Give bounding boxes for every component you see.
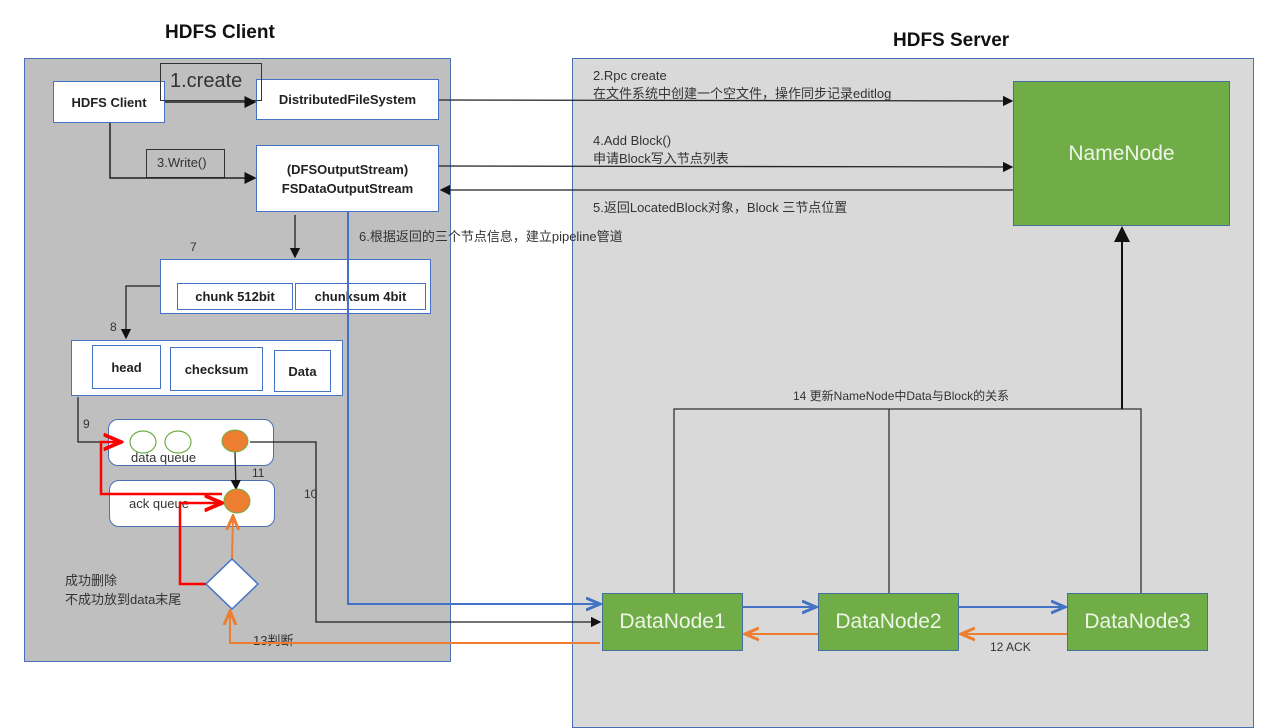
decision-note-line2: 不成功放到data末尾 xyxy=(65,592,182,607)
step6-label: 6.根据返回的三个节点信息，建立pipeline管道 xyxy=(359,229,623,244)
arrow-step11 xyxy=(230,451,241,491)
datanode1-box[interactable]: DataNode1 xyxy=(602,593,743,651)
packet-in-data-queue xyxy=(221,429,249,453)
decision-diamond xyxy=(204,557,260,611)
dfs-label: DistributedFileSystem xyxy=(278,92,417,107)
step12-label: 12 ACK xyxy=(990,640,1031,654)
data-label: Data xyxy=(288,363,317,379)
head-label: head xyxy=(111,359,142,375)
hdfs-client-label: HDFS Client xyxy=(71,94,147,110)
arrow-add-block xyxy=(438,161,1014,173)
step2-line2: 在文件系统中创建一个空文件，操作同步记录editlog xyxy=(593,86,892,101)
step9-label: 9 xyxy=(83,417,90,431)
data-queue-label: data queue xyxy=(131,450,197,465)
ack-queue-label: ack queue xyxy=(129,496,189,511)
dfs-output-stream-label: (DFSOutputStream) xyxy=(286,161,409,177)
head-cell: head xyxy=(92,345,161,389)
step13-label: 13判断 xyxy=(253,633,294,648)
step8-label: 8 xyxy=(110,320,117,334)
output-stream-box[interactable]: (DFSOutputStream) FSDataOutputStream xyxy=(256,145,439,212)
checksum-label: checksum xyxy=(184,361,249,377)
distributed-file-system-box[interactable]: DistributedFileSystem xyxy=(256,79,439,120)
arrow-write xyxy=(109,123,257,184)
arrow-rpc-create xyxy=(438,95,1014,107)
arrow-pipeline-setup xyxy=(347,212,600,604)
step10-label: 10 xyxy=(304,487,318,501)
client-panel-title: HDFS Client xyxy=(165,22,275,43)
chunksum-label: chunksum 4bit xyxy=(314,289,407,304)
datanode3-label: DataNode3 xyxy=(1084,610,1191,633)
arrow-ack-to-decision xyxy=(230,611,600,644)
arrow-step8 xyxy=(120,285,160,340)
step2-line1: 2.Rpc create xyxy=(593,68,667,83)
chunk-cell: chunk 512bit xyxy=(177,283,293,310)
arrow-retry-to-data-queue xyxy=(99,442,222,496)
empty-packet-1 xyxy=(129,430,157,454)
arrow-send-packet xyxy=(250,441,602,628)
hdfs-client-box[interactable]: HDFS Client xyxy=(53,81,165,123)
arrow-retry-from-decision xyxy=(178,503,222,586)
step11-label: 11 xyxy=(252,466,265,480)
report-line-dn1 xyxy=(673,408,1142,593)
decision-note-line1: 成功删除 xyxy=(65,573,118,588)
checksum-cell: checksum xyxy=(170,347,263,391)
server-panel-title: HDFS Server xyxy=(893,30,1010,51)
datanode2-box[interactable]: DataNode2 xyxy=(818,593,959,651)
step4-line1: 4.Add Block() xyxy=(593,133,672,148)
step14-label: 14 更新NameNode中Data与Block的关系 xyxy=(793,389,1010,403)
datanode1-label: DataNode1 xyxy=(619,610,726,633)
chunksum-cell: chunksum 4bit xyxy=(295,283,426,310)
chunk-label: chunk 512bit xyxy=(195,289,275,304)
arrow-step9 xyxy=(77,397,102,443)
datanode2-label: DataNode2 xyxy=(835,610,942,633)
step3-label: 3.Write() xyxy=(157,155,207,170)
fs-data-output-stream-label: FSDataOutputStream xyxy=(281,180,414,196)
empty-packet-2 xyxy=(164,430,192,454)
step1-frame xyxy=(160,63,262,101)
step1-label: 1.create xyxy=(170,70,243,92)
step7-label: 7 xyxy=(190,240,197,254)
packet-in-ack-queue xyxy=(223,488,251,514)
data-cell: Data xyxy=(274,350,331,392)
arrow-decision-to-ack xyxy=(232,516,233,561)
step5-label: 5.返回LocatedBlock对象，Block 三节点位置 xyxy=(593,200,848,215)
namenode-label: NameNode xyxy=(1068,141,1175,165)
datanode3-box[interactable]: DataNode3 xyxy=(1067,593,1208,651)
step4-line2: 申请Block写入节点列表 xyxy=(593,151,729,166)
namenode-box[interactable]: NameNode xyxy=(1013,81,1230,226)
